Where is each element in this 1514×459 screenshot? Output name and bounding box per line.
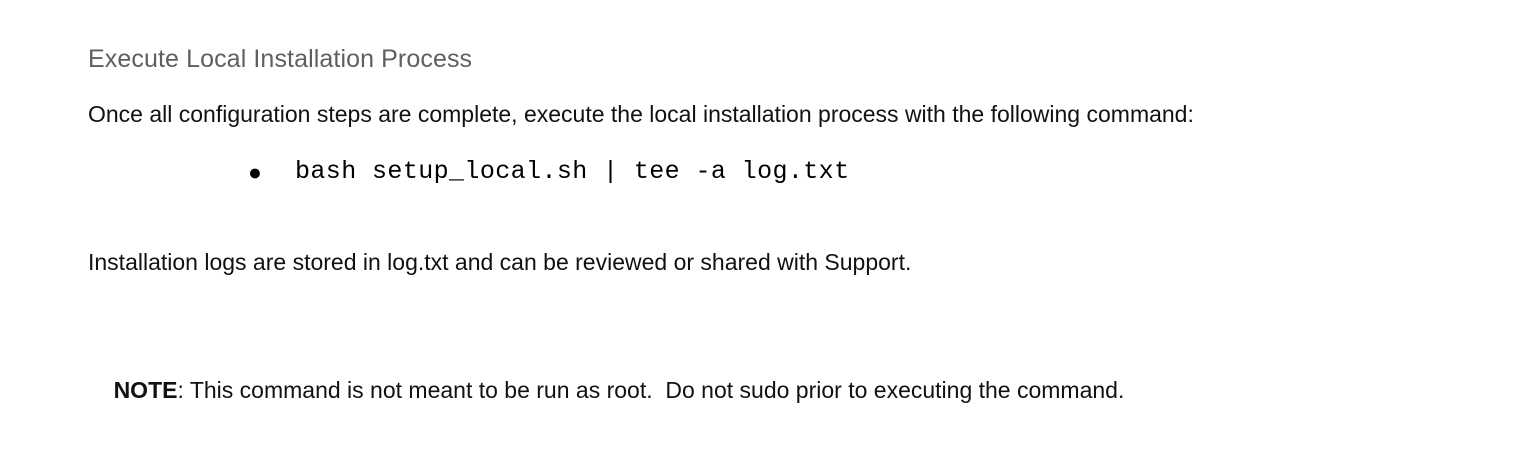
install-command[interactable]: bash setup_local.sh | tee -a log.txt bbox=[295, 157, 850, 186]
note-label: NOTE bbox=[113, 377, 178, 403]
note-text: This command is not meant to be run as r… bbox=[189, 377, 1125, 403]
note-paragraph: NOTE: This command is not meant to be ru… bbox=[88, 282, 1458, 450]
note-separator: : bbox=[177, 377, 190, 403]
page-title: Execute Local Installation Process bbox=[88, 45, 473, 73]
list-item: ● bash setup_local.sh | tee -a log.txt bbox=[88, 136, 1458, 194]
logs-paragraph: Installation logs are stored in log.txt … bbox=[88, 249, 912, 275]
intro-paragraph: Once all configuration steps are complet… bbox=[88, 101, 1194, 127]
command-list: ● bash setup_local.sh | tee -a log.txt bbox=[88, 136, 1458, 194]
bullet-icon: ● bbox=[248, 159, 262, 185]
